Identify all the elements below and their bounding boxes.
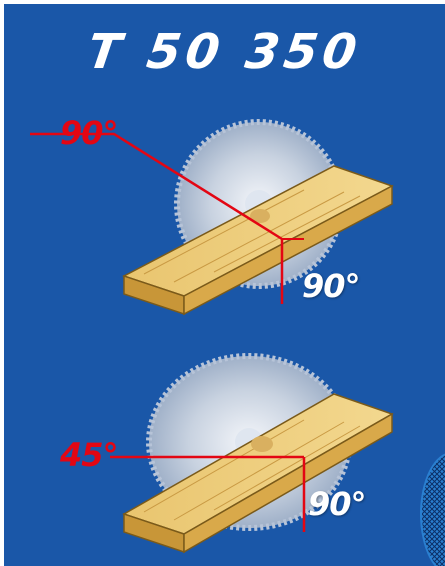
bevel-angle-label: 90° xyxy=(302,267,361,305)
miter-angle-line xyxy=(30,132,304,304)
cut-diagram-90-90: 90° 90° xyxy=(4,104,445,334)
miter-angle-label: 90° xyxy=(60,114,119,152)
cut-diagram-45-90: 45° 90° xyxy=(4,342,445,566)
cut-illustration xyxy=(110,353,394,554)
miter-angle-line xyxy=(110,455,306,532)
product-panel: T 50 350 xyxy=(4,4,445,566)
cut-illustration xyxy=(30,119,394,316)
wood-board-icon xyxy=(122,165,394,316)
wood-board-icon xyxy=(122,393,394,554)
mesh-decoration-icon xyxy=(420,453,445,566)
miter-angle-label: 45° xyxy=(60,436,119,474)
product-title: T 50 350 xyxy=(83,24,366,80)
bevel-angle-label: 90° xyxy=(308,485,367,523)
